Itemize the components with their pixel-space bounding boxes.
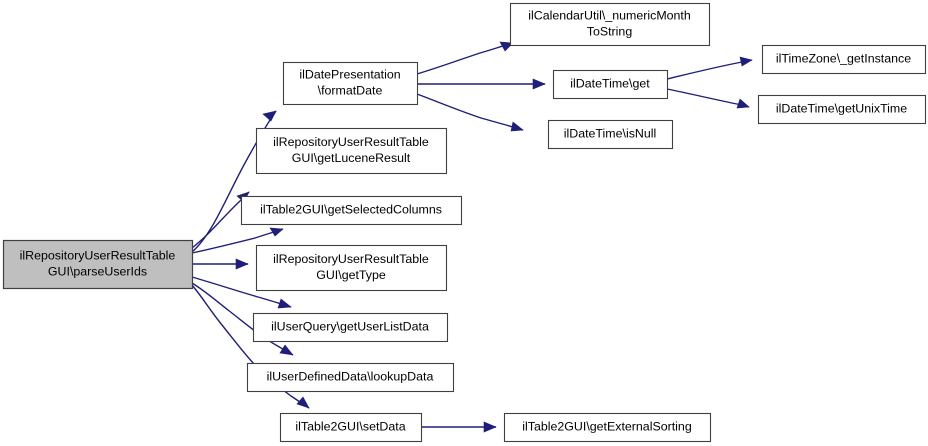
graph-node-formatDate-label-line-2: \formatDate	[318, 83, 383, 97]
edge-formatDate-to-numericMonth-arrowhead	[499, 41, 514, 52]
edge-dateTimeGet-to-getUnixTime	[666, 88, 750, 108]
edge-root-to-getSelectedColumns-arrowhead	[269, 227, 284, 237]
edge-root-to-getUserListData-arrowhead	[277, 298, 292, 309]
graph-node-setData-box[interactable]	[279, 412, 423, 443]
graph-node-formatDate-box[interactable]	[282, 61, 419, 106]
edge-formatDate-to-isNull-arrowhead	[510, 121, 524, 132]
edge-dateTimeGet-to-timeZone-arrowhead	[739, 56, 753, 67]
graph-node-getType-label-line-2: GUI\getType	[316, 268, 386, 282]
edges-layer	[191, 41, 753, 433]
graph-node-getType-label-line-1: ilRepositoryUserResultTable	[273, 252, 429, 266]
graph-node-numericMonthToString-label-line-2: ToString	[587, 24, 633, 38]
graph-node-setData-label-line-1: ilTable2GUI\setData	[295, 419, 405, 433]
graph-node-isNull-label-line-1: ilDateTime\isNull	[564, 126, 657, 140]
graph-node-setData[interactable]: ilTable2GUI\setData	[279, 412, 423, 443]
graph-node-dateTimeGet-box[interactable]	[552, 69, 669, 100]
graph-node-getUnixTime-label-line-1: ilDateTime\getUnixTime	[776, 101, 907, 115]
graph-node-getExternalSorting[interactable]: ilTable2GUI\getExternalSorting	[503, 412, 712, 443]
graph-node-timeZoneGetInstance-box[interactable]	[761, 44, 927, 75]
graph-node-lookupData-label-line-1: ilUserDefinedData\lookupData	[267, 369, 434, 383]
graph-node-getLuceneResult[interactable]: ilRepositoryUserResultTableGUI\getLucene…	[255, 127, 448, 175]
graph-node-getSelectedColumns[interactable]: ilTable2GUI\getSelectedColumns	[240, 195, 463, 226]
graph-node-lookupData-box[interactable]	[246, 362, 455, 393]
edge-root-to-getLuceneResult	[191, 191, 250, 249]
graph-node-isNull[interactable]: ilDateTime\isNull	[547, 119, 674, 150]
graph-node-getUserListData[interactable]: ilUserQuery\getUserListData	[252, 312, 449, 343]
graph-node-root-label-line-2: GUI\parseUserIds	[48, 264, 147, 278]
graph-node-root[interactable]: ilRepositoryUserResultTableGUI\parseUser…	[2, 239, 194, 290]
graph-node-getUserListData-box[interactable]	[252, 312, 449, 343]
edge-dateTimeGet-to-getUnixTime-arrowhead	[736, 98, 750, 109]
graph-node-root-box[interactable]	[2, 239, 194, 290]
graph-node-dateTimeGet-label-line-1: ilDateTime\get	[570, 76, 650, 90]
edge-root-to-getType-arrowhead	[235, 258, 249, 270]
edge-setData-to-getExtSorting-arrowhead	[483, 421, 497, 433]
graph-node-getUnixTime[interactable]: ilDateTime\getUnixTime	[757, 94, 927, 125]
graph-node-getSelectedColumns-label-line-1: ilTable2GUI\getSelectedColumns	[260, 202, 442, 216]
edge-root-to-formatDate-arrowhead	[262, 110, 277, 122]
edge-root-to-lookupData-arrowhead	[279, 344, 294, 356]
graph-node-timeZoneGetInstance[interactable]: ilTimeZone\_getInstance	[761, 44, 927, 75]
graph-node-getLuceneResult-label-line-1: ilRepositoryUserResultTable	[273, 135, 429, 149]
graph-node-formatDate[interactable]: ilDatePresentation \formatDate	[282, 61, 419, 106]
edge-root-to-setData-arrowhead	[296, 396, 310, 409]
graph-node-root-label-line-1: ilRepositoryUserResultTable	[20, 248, 176, 262]
edge-dateTimeGet-to-timeZone	[666, 59, 753, 80]
graph-node-getUserListData-label-line-1: ilUserQuery\getUserListData	[271, 319, 429, 333]
graph-node-numericMonthToString-box[interactable]	[509, 2, 711, 47]
graph-node-isNull-box[interactable]	[547, 119, 674, 150]
graph-node-lookupData[interactable]: ilUserDefinedData\lookupData	[246, 362, 455, 393]
graph-node-getUnixTime-box[interactable]	[757, 94, 927, 125]
graph-node-formatDate-label-line-1: ilDatePresentation	[299, 67, 400, 81]
graph-node-getType-box[interactable]	[255, 244, 448, 292]
graph-node-getExternalSorting-label-line-1: ilTable2GUI\getExternalSorting	[522, 419, 692, 433]
graph-node-timeZoneGetInstance-label-line-1: ilTimeZone\_getInstance	[776, 51, 911, 65]
edge-formatDate-to-dateTimeGet-arrowhead	[532, 78, 546, 90]
graph-node-dateTimeGet[interactable]: ilDateTime\get	[552, 69, 669, 100]
graph-node-numericMonthToString-label-line-1: ilCalendarUtil\_numericMonth	[528, 8, 691, 22]
graph-node-getSelectedColumns-box[interactable]	[240, 195, 463, 226]
graph-node-getLuceneResult-box[interactable]	[255, 127, 448, 175]
graph-node-getExternalSorting-box[interactable]	[503, 412, 712, 443]
edge-formatDate-to-numericMonth	[416, 42, 514, 75]
edge-formatDate-to-isNull	[416, 93, 524, 131]
graph-node-getLuceneResult-label-line-2: GUI\getLuceneResult	[292, 151, 411, 165]
